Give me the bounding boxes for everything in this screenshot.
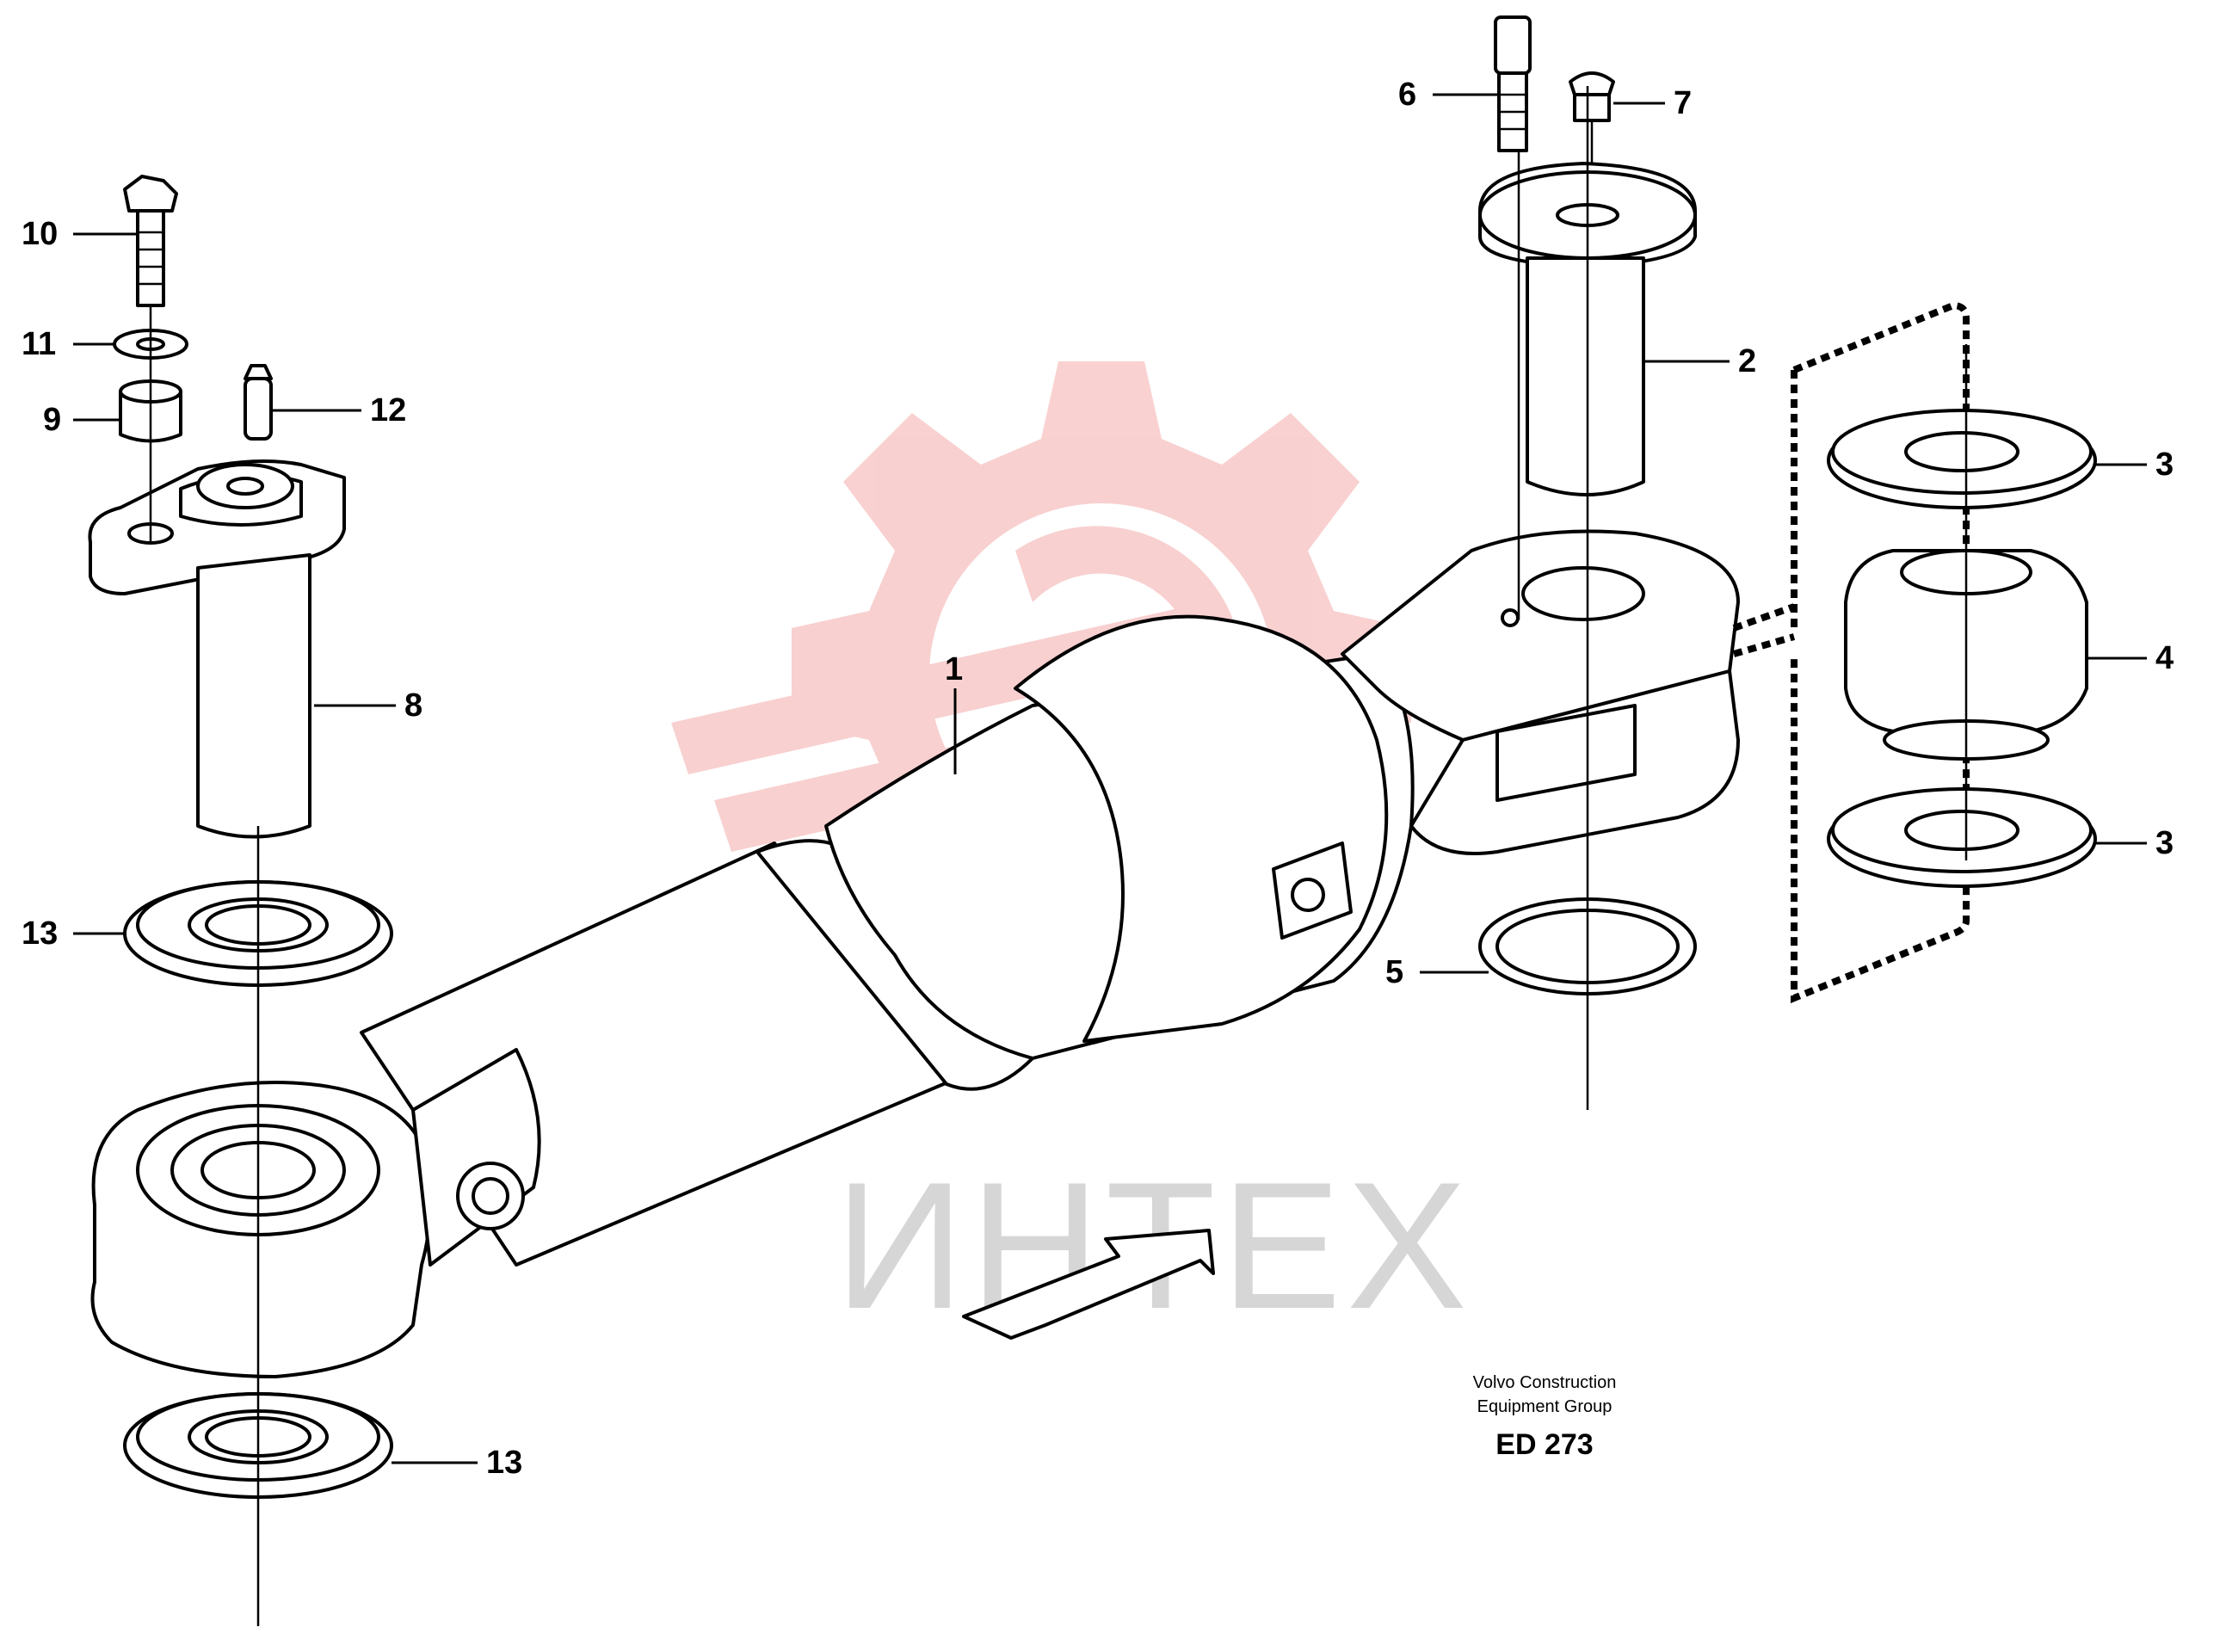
callout-10: 10 [22, 216, 58, 252]
callout-13-top: 13 [22, 915, 58, 952]
callout-11: 11 [22, 326, 56, 362]
callout-labels: 1 2 3 3 4 5 6 7 8 9 10 11 12 13 13 [22, 77, 2174, 1481]
credit-line-2: Equipment Group [1477, 1397, 1613, 1416]
right-pin-assembly [1478, 15, 1697, 1110]
callout-6: 6 [1398, 77, 1416, 113]
callout-2: 2 [1738, 343, 1756, 379]
callout-13-bottom: 13 [486, 1445, 522, 1481]
callout-3-bottom: 3 [2155, 825, 2174, 861]
callout-5: 5 [1385, 954, 1403, 990]
callout-7: 7 [1674, 85, 1692, 121]
leader-lines [73, 93, 2147, 1464]
callout-3-top: 3 [2155, 447, 2174, 483]
left-pin-assembly [88, 175, 393, 1626]
credit-block: Volvo Construction Equipment Group ED 27… [1473, 1373, 1617, 1461]
callout-9: 9 [43, 402, 61, 438]
callout-8: 8 [404, 687, 422, 724]
bearing-group [1732, 301, 2097, 1003]
hydraulic-cylinder [90, 529, 1740, 1378]
drawing-code: ED 273 [1495, 1428, 1593, 1461]
callout-12: 12 [370, 392, 406, 428]
callout-1: 1 [945, 651, 963, 687]
callout-4: 4 [2155, 640, 2174, 676]
direction-arrow [962, 1229, 1215, 1340]
credit-line-1: Volvo Construction [1473, 1373, 1617, 1392]
